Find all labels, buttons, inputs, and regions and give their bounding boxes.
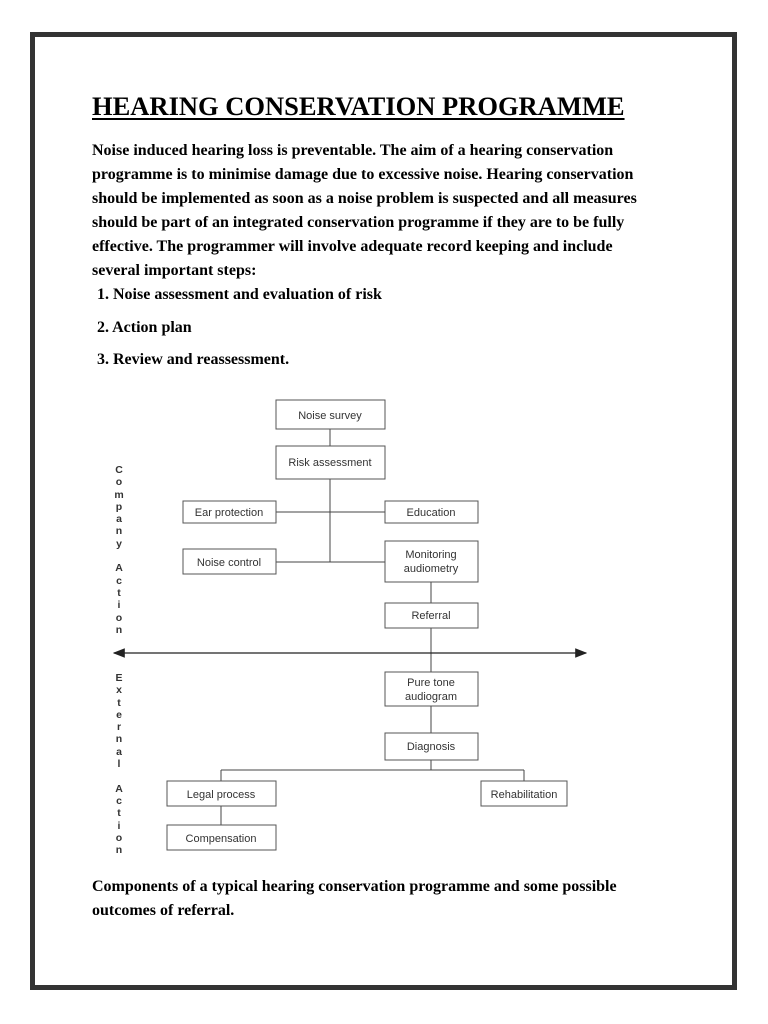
label-letter: y [116, 537, 122, 550]
box-monitoring-audiometry [384, 540, 479, 583]
label-letter: o [115, 611, 123, 624]
connector-lines [220, 429, 525, 825]
box-label: Pure tone [407, 677, 455, 689]
label-letter: A [115, 782, 123, 795]
intro-paragraph: Noise induced hearing loss is preventabl… [92, 139, 637, 283]
label-letter: E [115, 672, 123, 684]
box-legal-process [166, 780, 277, 807]
label-letter: o [115, 476, 123, 489]
label-letter: c [116, 574, 122, 587]
box-label: Diagnosis [407, 741, 456, 753]
label-letter: t [117, 807, 121, 820]
box-ear-protection [182, 500, 277, 524]
caption-line: outcomes of referral. [92, 902, 235, 919]
box-label: Risk assessment [288, 457, 371, 469]
intro-line: programme is to minimise damage due to e… [92, 166, 634, 183]
box-label: Legal process [187, 789, 256, 801]
step-item: 1. Noise assessment and evaluation of ri… [97, 286, 382, 303]
label-letter: n [115, 623, 123, 636]
intro-line: should be part of an integrated conserva… [92, 214, 625, 231]
label-letter: x [116, 684, 122, 697]
box-label: Monitoring [405, 549, 456, 561]
label-letter: n [115, 844, 123, 857]
box-education [384, 500, 479, 524]
box-label: Referral [411, 610, 450, 622]
box-label: Noise survey [298, 410, 362, 422]
figure-caption: Components of a typical hearing conserva… [92, 875, 617, 923]
label-letter: a [116, 513, 122, 526]
label-letter: C [115, 464, 123, 476]
box-label: Ear protection [195, 507, 263, 519]
intro-line: effective. The programmer will involve a… [92, 238, 613, 255]
box-risk-assessment [275, 445, 386, 480]
page-title: HEARING CONSERVATION PROGRAMME [92, 91, 625, 121]
intro-line: several important steps: [92, 262, 257, 279]
box-rehabilitation [480, 780, 568, 807]
label-letter: c [116, 794, 122, 807]
intro-line: Noise induced hearing loss is preventabl… [92, 142, 614, 159]
box-compensation [166, 824, 277, 851]
label-letter: a [116, 745, 122, 758]
label-letter: l [117, 758, 121, 771]
label-letter: n [115, 733, 123, 746]
label-letter: p [115, 500, 123, 513]
box-label: audiometry [404, 563, 459, 575]
label-letter: o [115, 831, 123, 844]
label-letter: m [114, 488, 124, 501]
label-letter: A [115, 562, 123, 575]
label-letter: t [117, 586, 121, 599]
intro-line: should be implemented as soon as a noise… [92, 190, 637, 207]
caption-line: Components of a typical hearing conserva… [92, 878, 617, 895]
box-label: Compensation [186, 833, 257, 845]
page-border [30, 32, 737, 990]
step-item: 3. Review and reassessment. [97, 351, 290, 368]
label-letter: t [117, 696, 121, 709]
label-letter: i [117, 819, 121, 832]
box-diagnosis [384, 732, 479, 761]
label-letter: e [116, 708, 122, 721]
label-letter: n [115, 525, 123, 538]
label-letter: r [116, 721, 122, 734]
box-referral [384, 602, 479, 629]
box-label: Rehabilitation [491, 789, 558, 801]
box-noise-control [182, 548, 277, 575]
box-label: Noise control [197, 557, 261, 569]
box-label: audiogram [405, 691, 457, 703]
box-pure-tone-audiogram [384, 671, 479, 707]
box-label: Education [407, 507, 456, 519]
label-letter: i [117, 599, 121, 612]
box-noise-survey [275, 399, 386, 430]
step-item: 2. Action plan [97, 319, 192, 336]
